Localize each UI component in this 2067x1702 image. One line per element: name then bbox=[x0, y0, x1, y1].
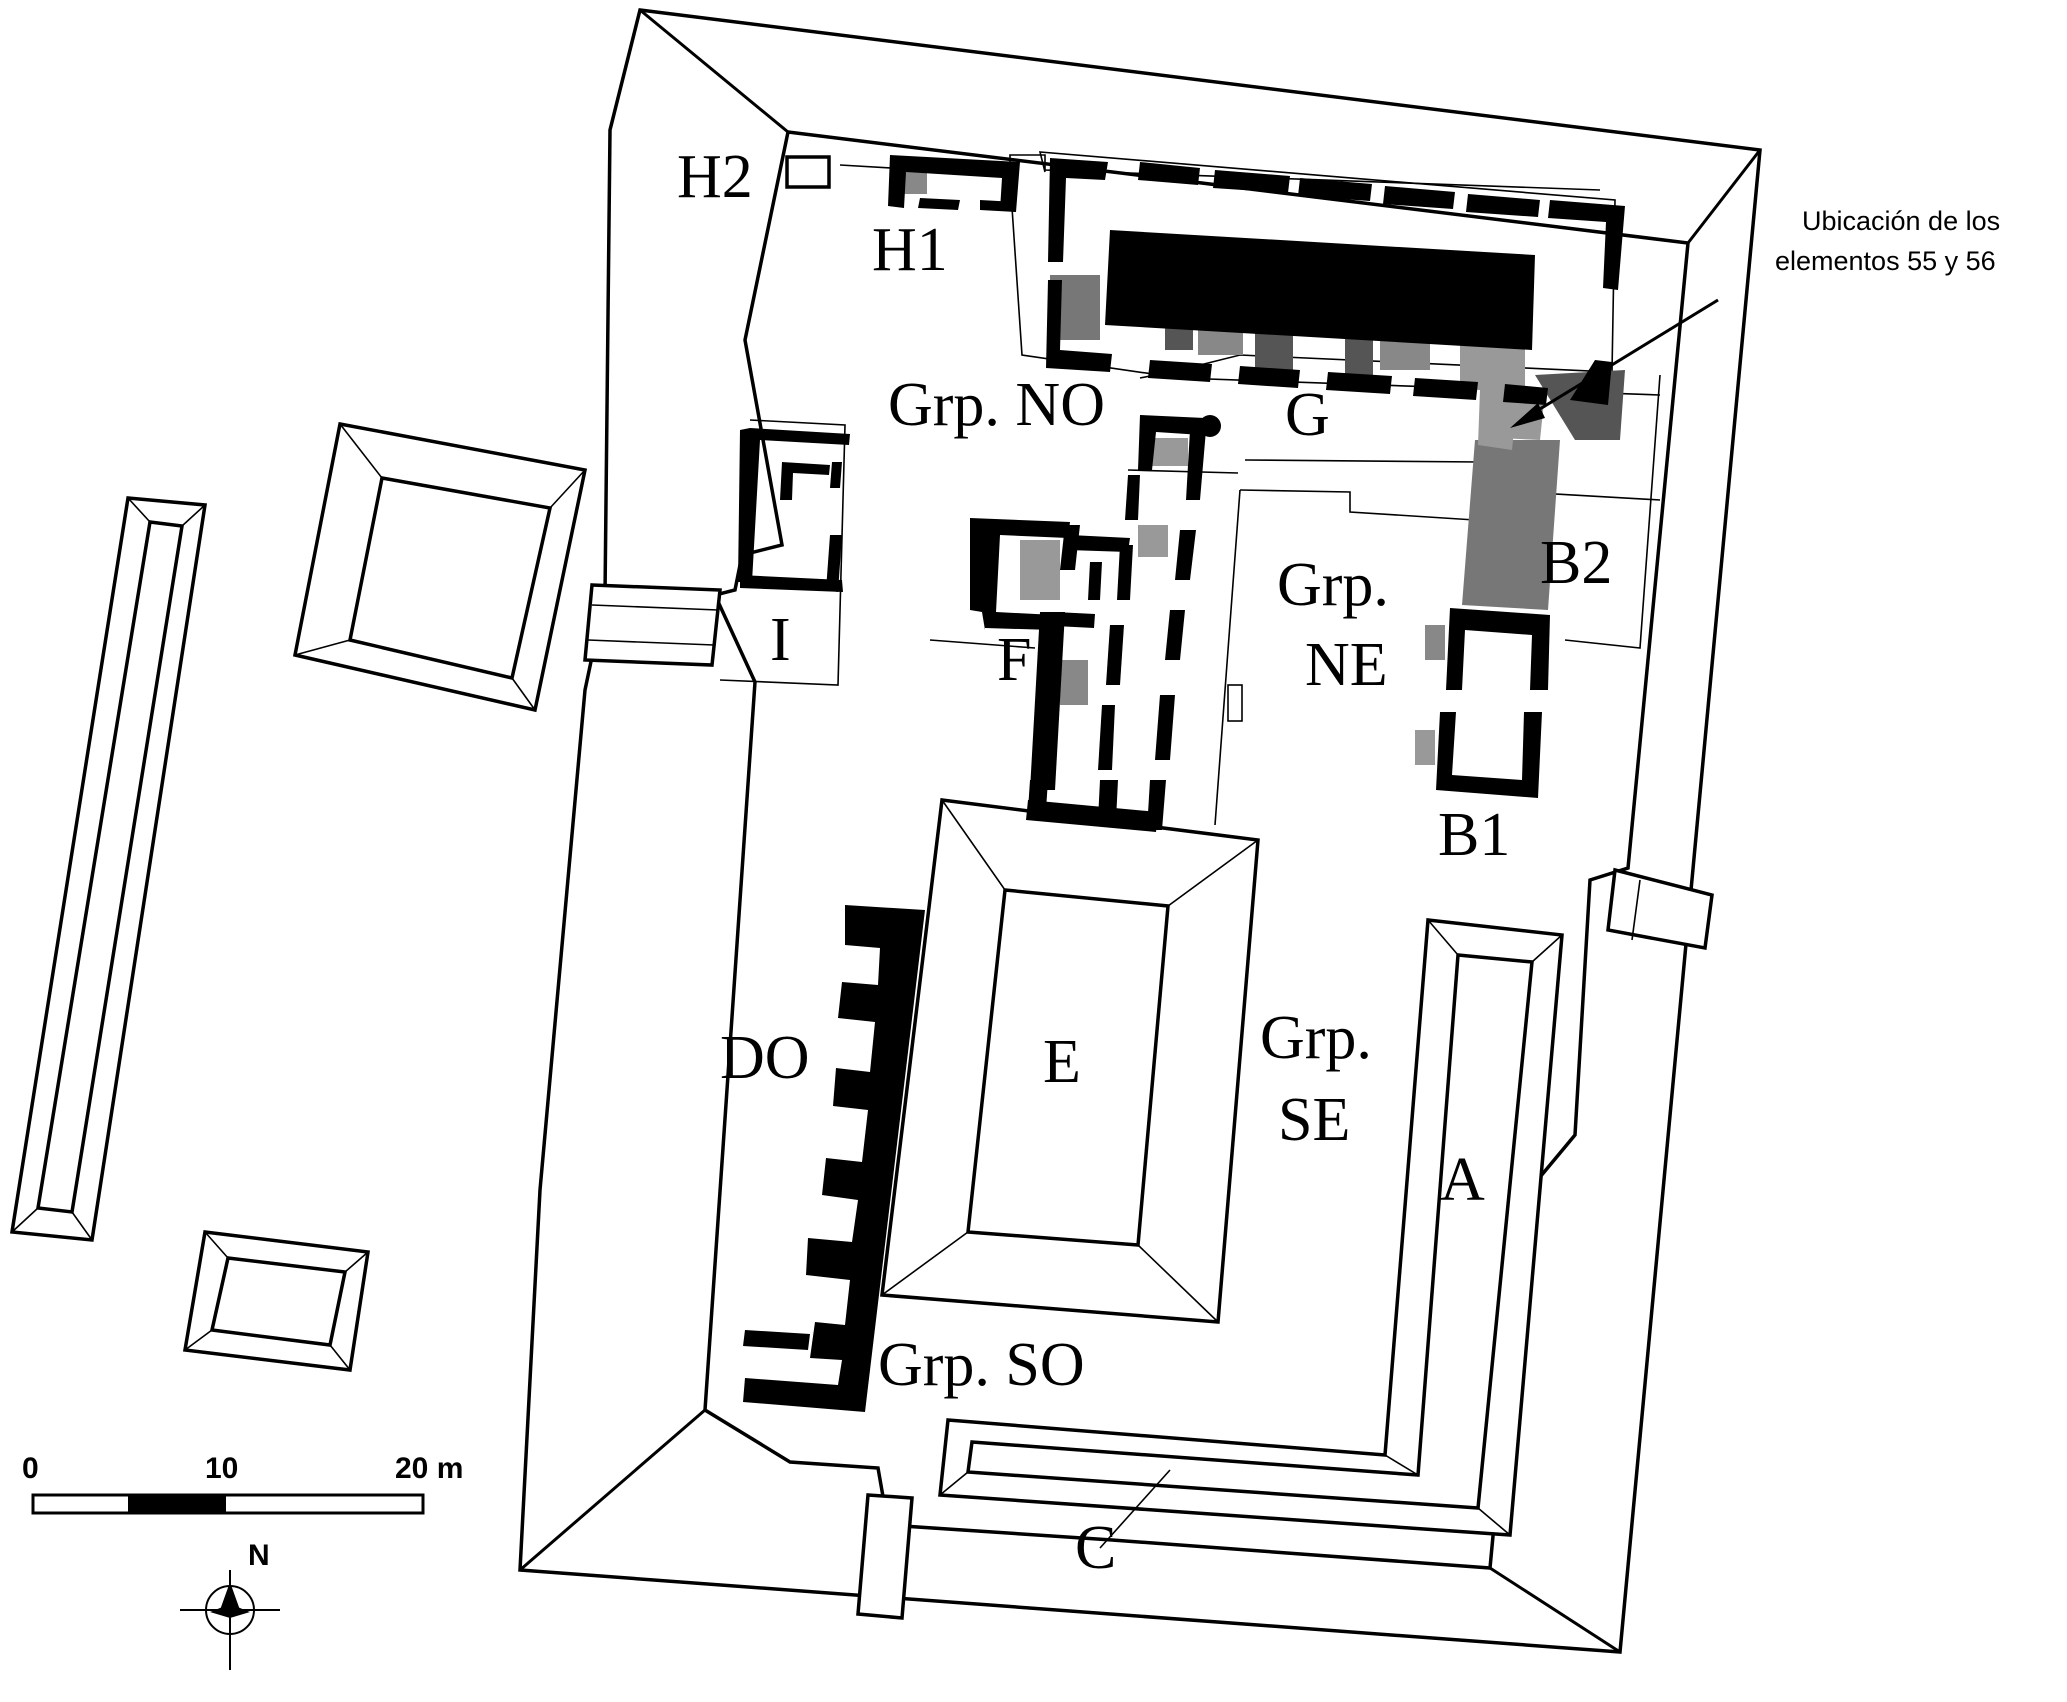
label-h1: H1 bbox=[872, 216, 948, 284]
label-grp-ne-2: NE bbox=[1305, 631, 1388, 699]
south-gate bbox=[856, 1493, 914, 1620]
label-i: I bbox=[770, 606, 791, 674]
label-b2: B2 bbox=[1540, 529, 1612, 597]
structure-g-walls bbox=[1046, 158, 1625, 405]
label-grp-se-2: SE bbox=[1278, 1086, 1350, 1154]
label-f: F bbox=[997, 626, 1031, 694]
scale-bar: 0 10 20 m bbox=[22, 1452, 463, 1515]
scale-tick-10: 10 bbox=[205, 1452, 238, 1485]
label-grp-ne-1: Grp. bbox=[1277, 551, 1389, 619]
label-g: G bbox=[1285, 381, 1330, 449]
structure-h-walls bbox=[785, 155, 1020, 212]
west-platform bbox=[292, 421, 588, 713]
structure-do-walls bbox=[743, 905, 925, 1412]
label-grp-se-1: Grp. bbox=[1260, 1004, 1372, 1072]
label-e: E bbox=[1043, 1028, 1081, 1096]
annotation-arrow bbox=[1510, 298, 1719, 428]
scale-tick-20: 20 m bbox=[395, 1452, 463, 1485]
north-arrow: N bbox=[180, 1539, 280, 1670]
west-gate-stair bbox=[583, 583, 722, 667]
label-c: C bbox=[1075, 1514, 1116, 1582]
north-label: N bbox=[248, 1539, 270, 1572]
structure-e bbox=[880, 798, 1260, 1324]
southwest-small-platform bbox=[182, 1230, 371, 1372]
label-grp-no: Grp. NO bbox=[888, 371, 1105, 439]
label-b1: B1 bbox=[1438, 801, 1510, 869]
structure-f-walls bbox=[970, 415, 1221, 832]
label-do: DO bbox=[720, 1024, 810, 1092]
structure-b1-walls bbox=[1436, 608, 1550, 798]
label-grp-so: Grp. SO bbox=[878, 1331, 1085, 1399]
east-gate bbox=[1606, 867, 1714, 951]
structure-i-walls bbox=[738, 428, 850, 592]
label-a: A bbox=[1440, 1146, 1485, 1214]
annotation-text: Ubicación de los elementos 55 y 56 bbox=[1775, 206, 2000, 276]
label-h2: H2 bbox=[677, 143, 753, 211]
scale-tick-0: 0 bbox=[22, 1452, 39, 1485]
structure-a-c bbox=[938, 918, 1564, 1549]
structure-labels: H2 H1 Grp. NO G I F B2 Grp. NE B1 DO E G… bbox=[677, 143, 1612, 1582]
annotation-line-2: elementos 55 y 56 bbox=[1775, 246, 1996, 276]
annotation-line-1: Ubicación de los bbox=[1802, 206, 2000, 236]
west-long-platform bbox=[9, 496, 208, 1242]
